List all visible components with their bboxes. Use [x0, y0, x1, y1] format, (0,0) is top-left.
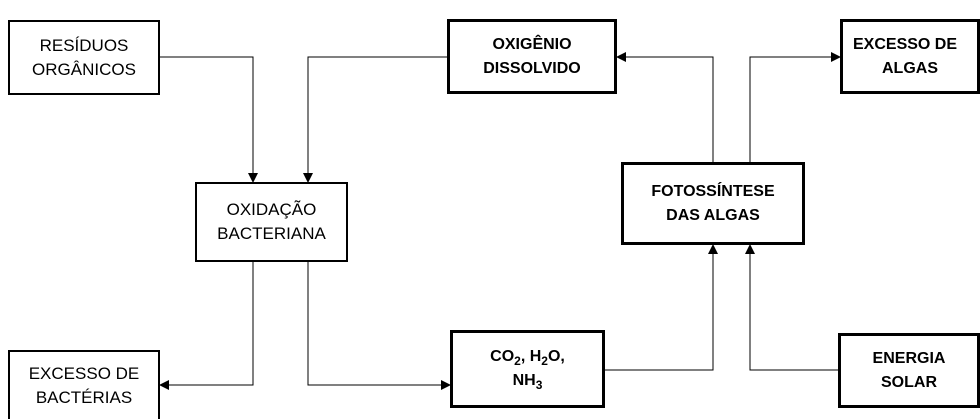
arrow-fotossintese-to-excesso-algas: [749, 52, 841, 162]
node-excesso-de-algas: EXCESSO DE ALGAS: [840, 19, 980, 94]
node-oxigenio-dissolvido: OXIGÊNIO DISSOLVIDO: [447, 19, 617, 94]
node-fotossintese-das-algas: FOTOSSÍNTESE DAS ALGAS: [621, 162, 805, 245]
node-label: ALGAS: [882, 59, 938, 77]
arrow-oxigenio-to-oxidacao: [303, 56, 447, 183]
arrow-oxidacao-to-compostos: [307, 262, 451, 390]
node-label: RESÍDUOS: [39, 35, 129, 55]
node-co2-h2o-nh3: CO2, H2O, NH3: [450, 330, 605, 408]
arrow-compostos-to-fotossintese: [605, 244, 718, 371]
node-excesso-bacterias: EXCESSO DE BACTÉRIAS: [8, 350, 160, 419]
node-label: FOTOSSÍNTESE: [651, 182, 775, 200]
node-label: OXIGÊNIO: [492, 35, 572, 53]
node-label: BACTERIANA: [217, 224, 326, 243]
node-oxidacao-bacteriana: OXIDAÇÃO BACTERIANA: [195, 182, 348, 262]
node-energia-solar: ENERGIA SOLAR: [838, 333, 980, 408]
node-residuos-organicos: RESÍDUOS ORGÂNICOS: [8, 20, 160, 95]
formula-line-2: NH3: [512, 372, 543, 392]
node-label: OXIDAÇÃO: [226, 200, 317, 219]
arrow-energia-to-fotossintese: [745, 244, 838, 371]
formula-line-1: CO2, H2O,: [490, 348, 565, 368]
node-label: EXCESSO DE: [28, 364, 140, 383]
node-label: BACTÉRIAS: [35, 388, 133, 407]
node-label: SOLAR: [881, 373, 937, 391]
arrow-oxidacao-to-excesso-bacterias: [159, 262, 254, 390]
node-label: DISSOLVIDO: [483, 59, 581, 77]
node-label: ENERGIA: [872, 349, 946, 367]
node-label: EXCESSO DE: [853, 35, 958, 53]
node-label: DAS ALGAS: [666, 206, 760, 224]
arrow-fotossintese-to-oxigenio: [616, 52, 714, 162]
node-label: ORGÂNICOS: [32, 59, 136, 79]
arrow-residuos-to-oxidacao: [160, 56, 258, 183]
